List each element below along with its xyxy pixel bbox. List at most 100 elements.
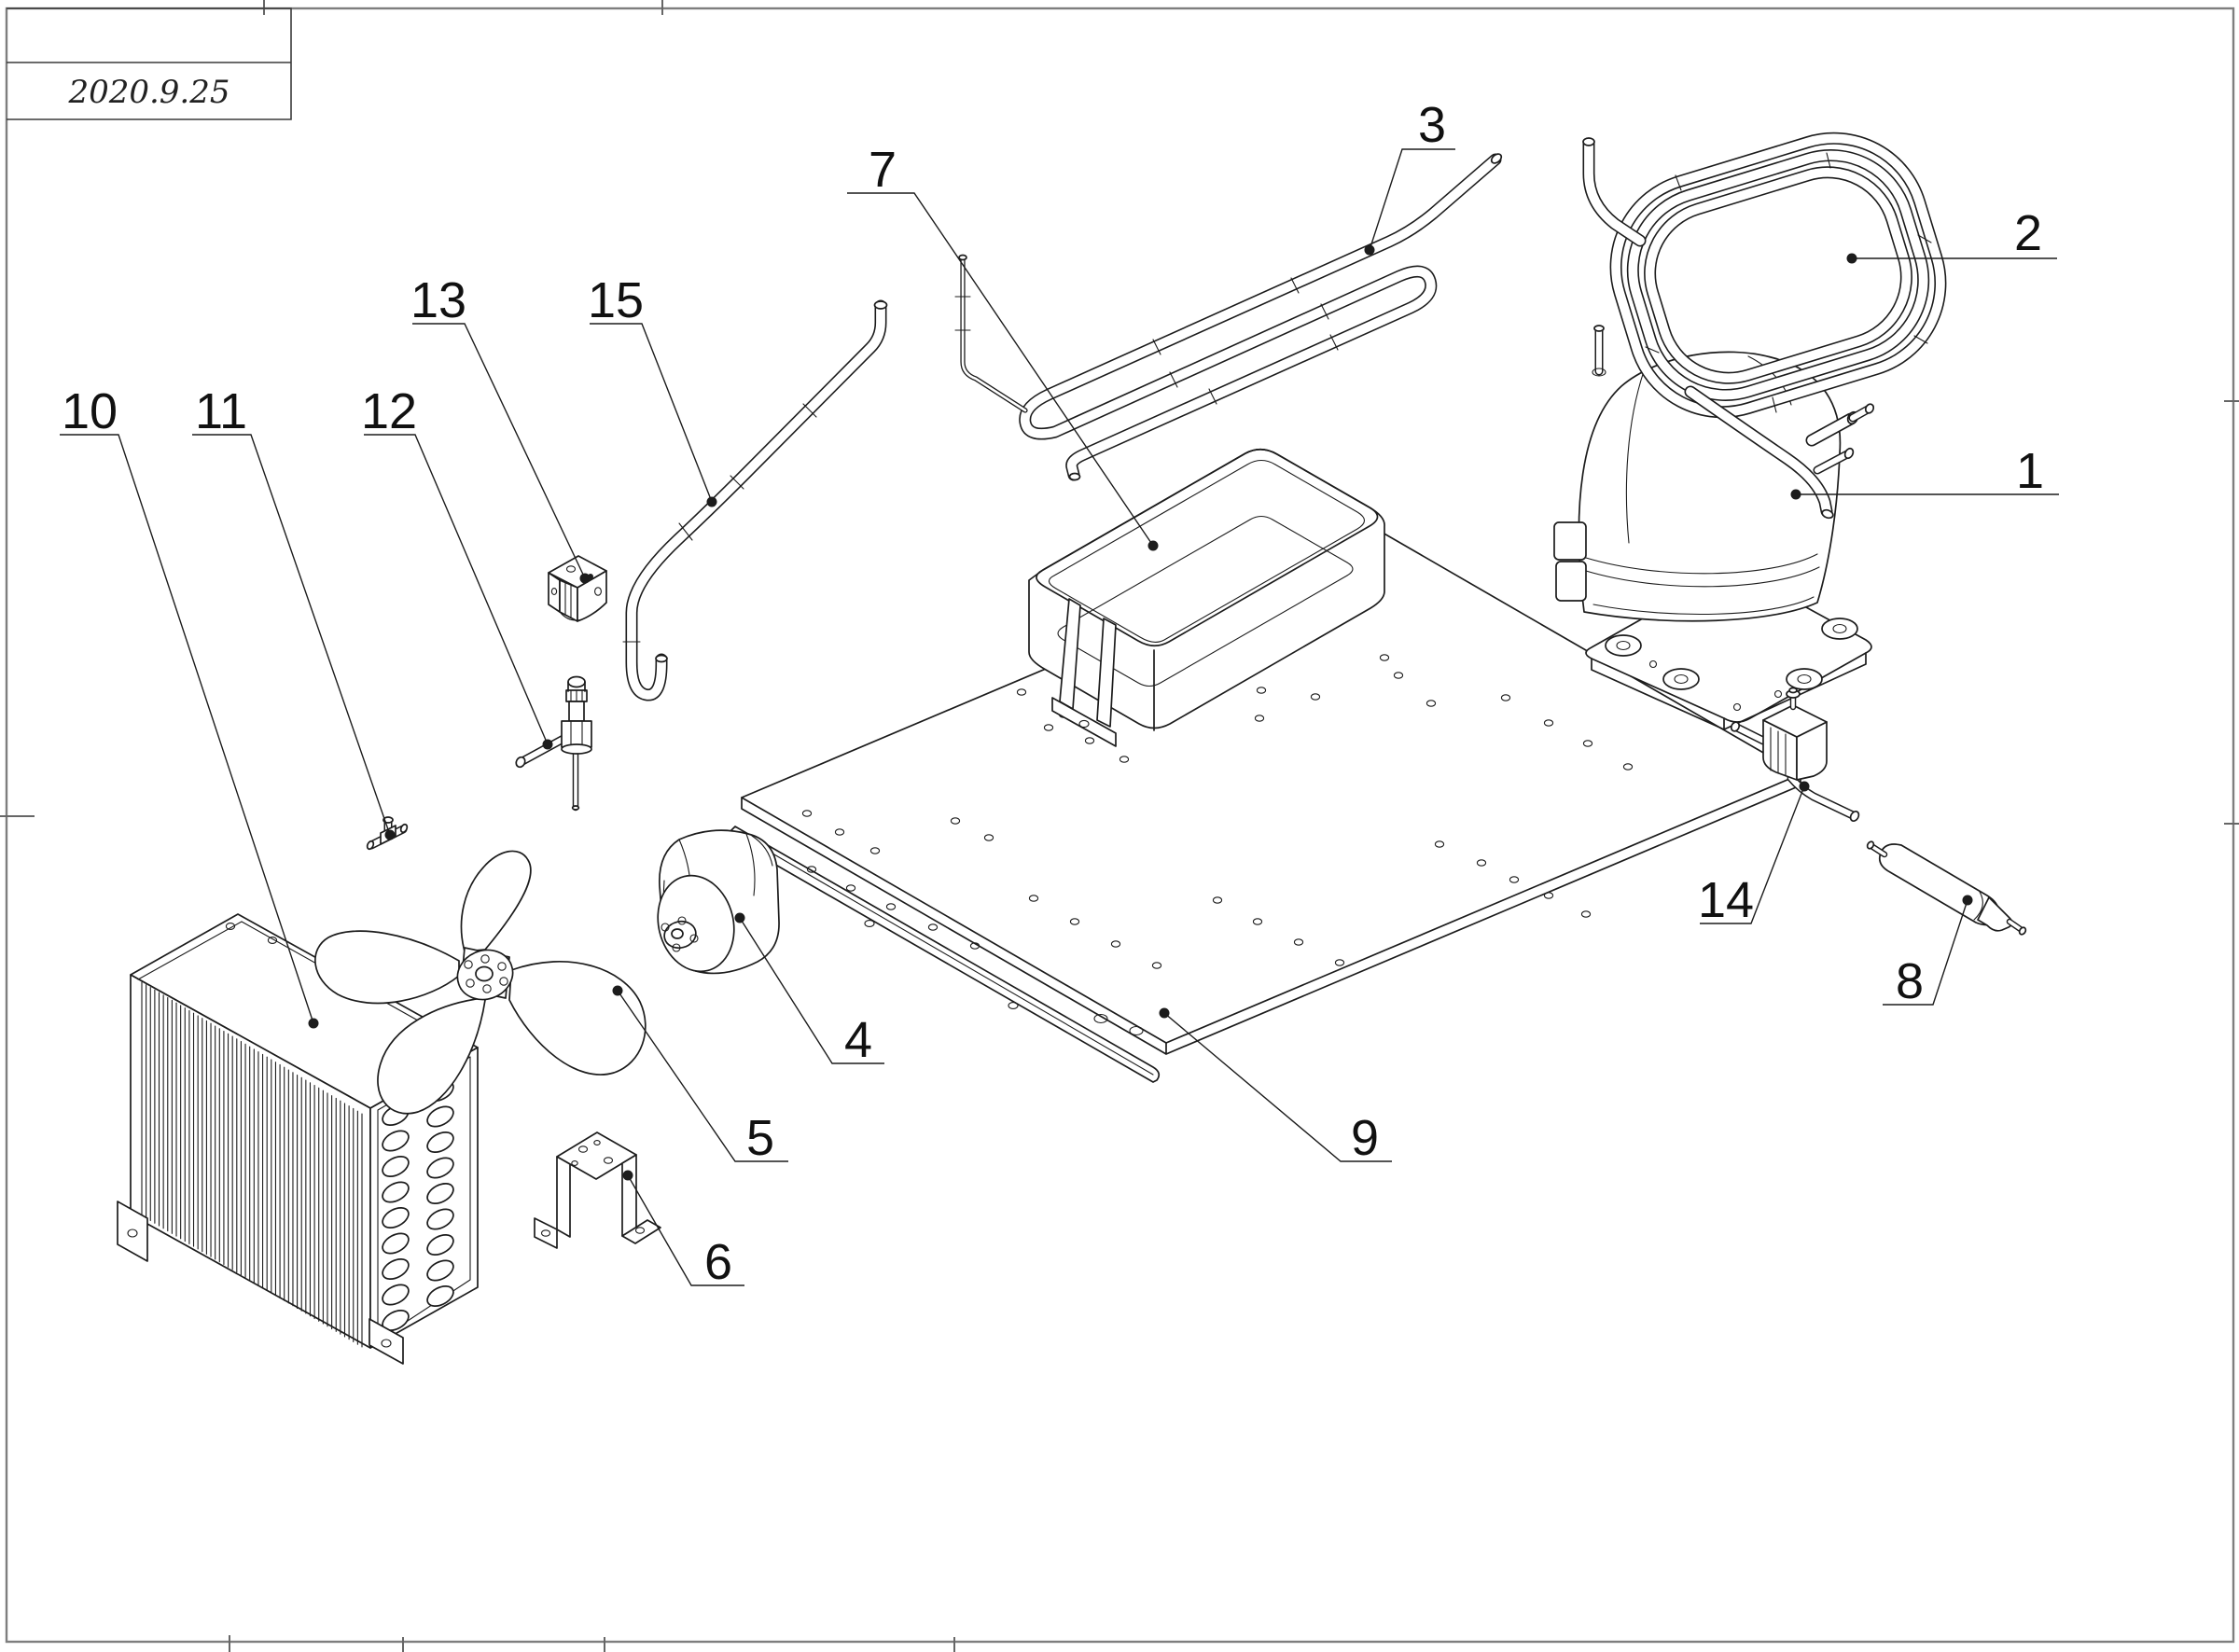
callout-number-10: 10 <box>62 383 118 439</box>
condenser-tube-bend <box>426 1234 454 1256</box>
plate-hole <box>1334 959 1345 966</box>
callout-leader-9 <box>1163 1012 1392 1162</box>
plate-hole <box>1393 672 1404 679</box>
callout-number-15: 15 <box>588 272 644 328</box>
part-long-tube-drawing <box>622 301 888 695</box>
plate-hole <box>885 903 897 910</box>
plate-hole <box>801 810 813 817</box>
callout-number-4: 4 <box>844 1012 872 1068</box>
plate-hole <box>845 884 856 892</box>
plate-hole <box>1543 719 1554 727</box>
callout-number-6: 6 <box>704 1234 732 1290</box>
plate-hole <box>1310 693 1321 701</box>
plate-hole <box>1379 654 1390 661</box>
part-small-bracket-drawing <box>548 555 607 622</box>
plate-hole <box>1434 840 1445 848</box>
part-service-valve-drawing <box>515 675 592 811</box>
callout-number-9: 9 <box>1351 1110 1379 1166</box>
callout-leader-8 <box>1883 899 1968 1006</box>
plate-hole <box>969 942 980 950</box>
condenser-tube-bend <box>426 1157 454 1179</box>
plate-hole <box>1476 859 1487 867</box>
callout-number-14: 14 <box>1698 872 1754 928</box>
plate-hole <box>1151 962 1162 969</box>
callout-dot-9 <box>1159 1007 1170 1019</box>
condenser-foot <box>117 1201 148 1262</box>
condenser-hole <box>225 923 236 930</box>
part-solenoid-valve-drawing <box>1730 687 1860 823</box>
condenser-tube-bend <box>426 1259 454 1282</box>
condenser-tube-bend <box>382 1130 410 1152</box>
callout-leader-6 <box>627 1174 744 1286</box>
callout-dot-13 <box>579 573 591 584</box>
plate-hole <box>1622 763 1634 770</box>
part-drain-pan-drawing <box>1028 448 1385 747</box>
plate-hole <box>1119 756 1130 763</box>
part-serpentine-tube-drawing <box>954 153 1503 479</box>
condenser-tube-bend <box>382 1258 410 1280</box>
callout-number-13: 13 <box>410 272 466 328</box>
title-block: 2020.9.25 <box>7 7 292 120</box>
callout-dot-10 <box>308 1018 319 1029</box>
callout-number-3: 3 <box>1418 97 1446 153</box>
part-condenser-drawing <box>117 913 479 1365</box>
plate-hole <box>1212 896 1223 904</box>
condenser-fins <box>141 981 363 1348</box>
callout-number-11: 11 <box>195 383 247 439</box>
plate-hole <box>1129 1025 1144 1036</box>
callout-leader-12 <box>364 434 549 745</box>
condenser-tube-bend <box>426 1105 454 1128</box>
callout-number-12: 12 <box>361 383 417 439</box>
callout-dot-4 <box>734 912 745 923</box>
condenser-tube-bend <box>426 1285 454 1307</box>
callout-leader-5 <box>617 990 788 1162</box>
callout-number-1: 1 <box>2016 443 2044 499</box>
plate-hole <box>1016 688 1027 696</box>
part-fan-motor-drawing <box>657 829 780 975</box>
callout-dot-8 <box>1962 895 1973 906</box>
compressor-terminal-cover <box>1553 521 1587 561</box>
plate-hole <box>834 828 845 836</box>
condenser-tube-bend <box>426 1208 454 1230</box>
callout-number-7: 7 <box>869 142 897 198</box>
part-filter-drier-drawing <box>1866 840 2027 936</box>
callout-dot-3 <box>1364 244 1375 256</box>
plate-hole <box>950 817 961 825</box>
plate-hole <box>1252 918 1263 925</box>
callout-number-5: 5 <box>746 1110 774 1166</box>
plate-hole <box>1254 715 1265 722</box>
part-coil-tube-drawing <box>1582 132 1947 520</box>
motor-shaft-hub <box>663 920 697 950</box>
callout-leader-14 <box>1700 785 1805 924</box>
callout-leader-4 <box>739 917 884 1064</box>
part-fan-blade-drawing <box>314 850 647 1115</box>
plate-hole <box>983 834 994 841</box>
callout-dot-11 <box>384 829 396 840</box>
plate-hole <box>1425 700 1437 707</box>
condenser-tube-bend <box>382 1156 410 1177</box>
plate-hole <box>1084 737 1095 744</box>
callout-leader-15 <box>590 323 713 503</box>
plate-hole <box>1293 938 1304 946</box>
callout-leader-11 <box>192 434 391 836</box>
plate-hole <box>927 923 939 931</box>
condenser-foot <box>369 1318 404 1365</box>
condenser-hole <box>267 937 278 944</box>
callout-dot-2 <box>1846 253 1857 264</box>
condenser-tube-bend <box>382 1181 410 1203</box>
pan-bracket-foot <box>1051 697 1117 747</box>
plate-hole <box>1256 687 1267 694</box>
callout-leader-3 <box>1369 148 1455 251</box>
plate-hole <box>1110 940 1121 948</box>
pan-bracket-leg <box>1096 618 1117 728</box>
callout-leader-13 <box>412 323 586 579</box>
callout-number-8: 8 <box>1896 953 1924 1009</box>
callout-leader-7 <box>847 192 1154 547</box>
compressor-mounting-pads <box>1605 618 1858 712</box>
plate-hole <box>1509 876 1520 883</box>
plate-hole <box>1500 694 1511 701</box>
callout-number-2: 2 <box>2014 205 2042 261</box>
callout-dot-5 <box>612 985 623 996</box>
